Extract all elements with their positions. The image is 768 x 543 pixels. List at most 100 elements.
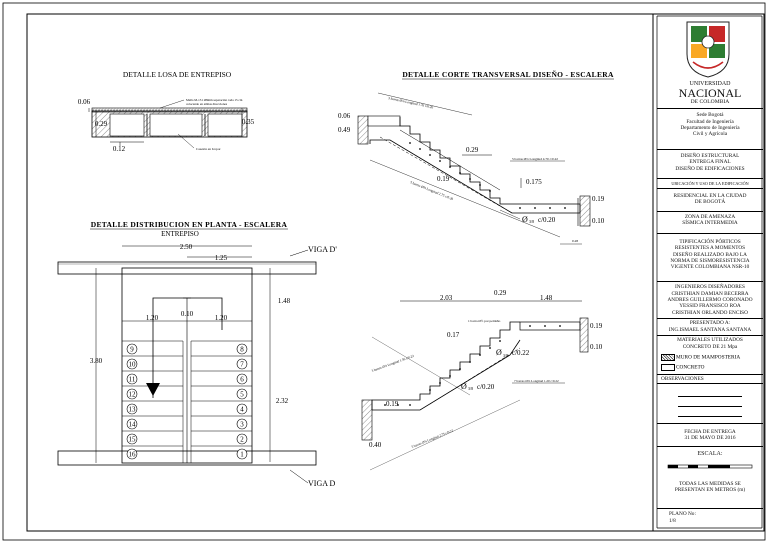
s1-dim-019b: 0.19 [592,195,605,203]
plano-number: 1/8 [669,518,676,524]
s1-bar-top: 3 barras Ø⅜ Longitud 1.76 c/0.20 [388,96,434,110]
s2-note: 1 barra Ø½ por peldaño [468,319,501,323]
ubicacion-2: DE BOGOTÁ [694,199,726,205]
plan-dim-010: 0.10 [181,310,194,318]
slab-dim-top: 0.06 [78,98,91,106]
plan-dim-250: 2.50 [180,243,193,251]
viga-top-label: VIGA D' [308,245,337,254]
tipificacion-2: RESISTENTES A MOMENTOS [674,245,746,251]
s2-step-profile [371,321,521,411]
medidas-1: TODAS LAS MEDIDAS SE [679,481,741,487]
plan-dim-380: 3.80 [90,357,103,365]
ingeniero-1: CRISTHIAN DAMIAN BECERRA [671,291,749,297]
right-step-number: 5 [240,391,244,399]
plan-dim-120b: 1.20 [215,314,228,322]
s2-dim-148: 1.48 [540,294,553,302]
plan-subtitle: ENTREPISO [161,230,199,238]
fecha-2: 31 DE MAYO DE 2016 [684,435,736,441]
plan-dim-125: 1.25 [215,254,228,262]
plan-detail: DETALLE DISTRIBUCION EN PLANTA - ESCALER… [57,220,337,488]
materiales-header: MATERIALES UTILIZADOS [677,337,743,343]
tipificacion-5: VIGENTE COLOMBIANA NSR-10 [670,264,750,270]
plan-dim-148: 1.48 [278,297,291,305]
uni-line1: UNIVERSIDAD [689,81,731,87]
right-step-marker [236,403,248,415]
slab-dim-right: 0.35 [242,118,255,126]
left-step-number: 9 [130,346,134,354]
escala-label: ESCALA: [697,451,723,457]
right-step-number: 4 [240,406,244,414]
plan-title: DETALLE DISTRIBUCION EN PLANTA - ESCALER… [91,220,288,229]
viga-bottom-label: VIGA D [308,479,336,488]
right-step-marker [236,433,248,445]
tipificacion-4: NORMA DE SISMORESISTENCIA [670,258,750,264]
section-title: DETALLE CORTE TRANSVERSAL DISEÑO - ESCAL… [402,70,614,79]
left-step-marker [126,373,138,385]
s2-dim-017: 0.17 [447,331,460,339]
legend-masonry: MURO DE MAMPOSTERIA [661,354,740,361]
right-step-number: 3 [240,421,244,429]
left-step-marker [126,403,138,415]
left-step-number: 12 [129,391,137,399]
left-step-marker [126,388,138,400]
plano-label: PLANO No: [669,511,696,517]
s2-bar-a: 3 barras Ø⅜ Longitud 1.56 c/0.22 [371,354,415,373]
left-step-marker [126,433,138,445]
fecha-1: FECHA DE ENTREGA [684,429,736,435]
s1-bar-diag: 5 barras Ø⅜ Longitud 2.75 c/0.20 [410,180,454,201]
slab-dim-left: 0.29 [95,120,108,128]
legend-concrete-label: CONCRETO [676,364,705,371]
university-seal-icon [686,21,730,78]
medidas-2: PRESENTAN EN METROS (m) [674,487,746,493]
material-1: CONCRETO DE 21 Mpa [682,344,738,350]
plan-dim-232: 2.32 [276,397,289,405]
left-step-number: 14 [129,421,137,429]
uni-line2: NACIONAL [678,86,742,100]
s1-dim-029: 0.29 [466,146,479,154]
s2-dim-010: 0.10 [590,343,603,351]
diseno-3: DISEÑO DE EDIFICACIONES [675,166,745,172]
right-step-marker [236,388,248,400]
concrete-swatch-icon [661,364,675,371]
sede: Sede Bogotá [696,112,724,118]
s2-dim-203: 2.03 [440,294,453,302]
right-step-number: 7 [240,361,244,369]
ubicacion-1: RESIDENCIAL EN LA CIUDAD [673,193,747,199]
zona-1: ZONA DE AMENAZA [684,214,736,220]
s2-dim-019a: 0.19 [590,322,603,330]
s2-dim-029: 0.29 [494,289,507,297]
slab-note-block: Casetón en Icopor [196,147,222,151]
left-step-number: 11 [129,376,136,384]
s1-rebar-spacing: c/0.20 [538,216,556,224]
s1-dim-0175: 0.175 [526,178,542,186]
right-step-number: 2 [240,436,244,444]
s2-dim-040: 0.40 [369,441,382,449]
slab-detail: DETALLE LOSA DE ENTREPISO 0.06 0.29 0.35… [78,70,255,153]
left-step-marker [126,448,138,460]
left-step-number: 15 [129,436,137,444]
left-step-marker [126,343,138,355]
slab-note-mesh: Malla M-131 Ø8mm separación cada 15 cm [186,98,243,102]
scale-bar [667,464,753,469]
masonry-swatch-icon [661,354,675,361]
diseno-2: ENTREGA FINAL [689,159,731,165]
right-step-marker [236,373,248,385]
right-step-marker [236,418,248,430]
plan-dim-120a: 1.20 [146,314,159,322]
presentado-a: ING.ISMAEL SANTANA SANTANA [668,327,752,333]
right-step-marker [236,343,248,355]
left-step-number: 16 [129,451,137,459]
s2-r2-symbol: Ø [461,382,467,391]
s2-r1-frac: 3/8 [503,353,508,358]
section-1: DETALLE CORTE TRANSVERSAL DISEÑO - ESCAL… [338,70,614,245]
s1-dim-006: 0.06 [338,112,351,120]
zona-2: SÍSMICA INTERMEDIA [682,220,738,226]
legend-concrete: CONCRETO [661,364,704,371]
s2-r2-spacing: c/0.20 [477,383,495,391]
s2-r2-frac: 3/8 [468,386,473,391]
right-step-number: 6 [240,376,244,384]
ubicacion-header: UBICACIÓN Y USO DE LA EDIFICACIÓN [671,181,749,186]
ingeniero-4: CRISTHIAN ORLANDO ENCISO [672,310,748,316]
